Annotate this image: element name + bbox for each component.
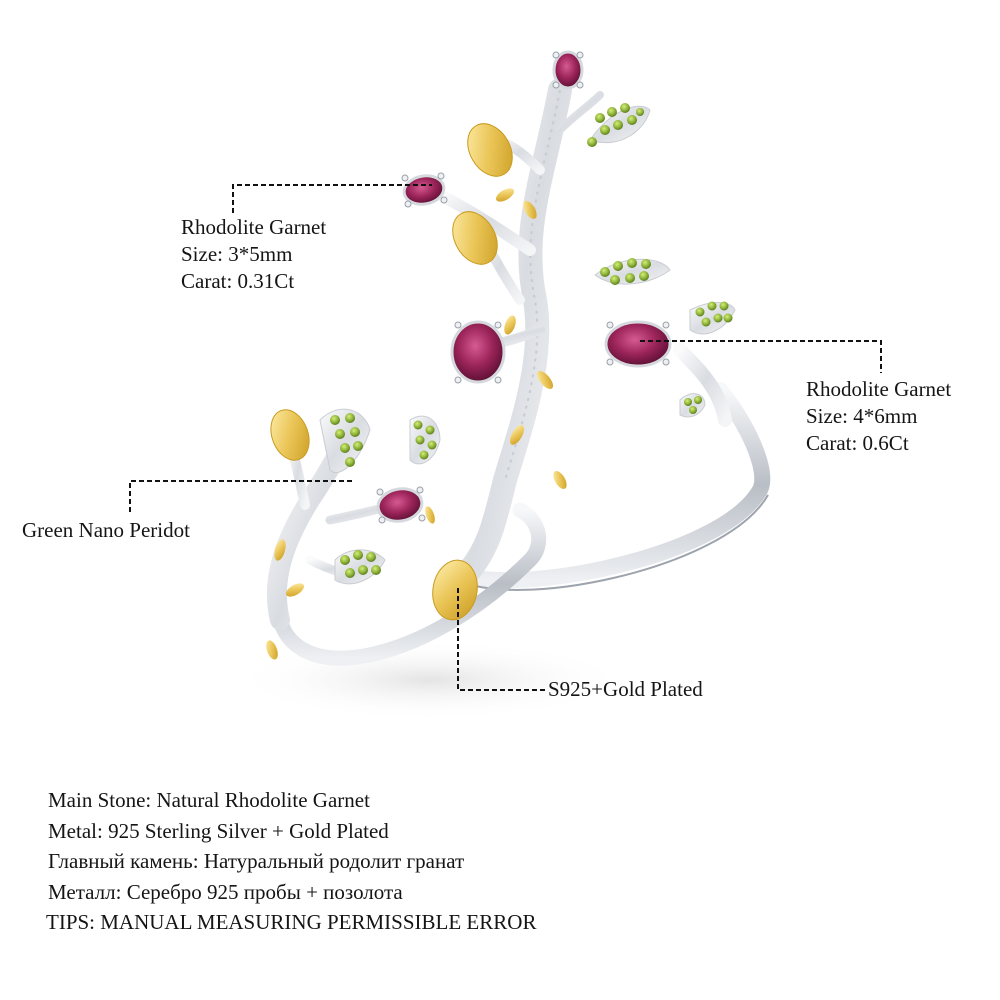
leader-line-left	[129, 480, 355, 512]
ring-product-image	[129, 50, 882, 720]
callout-stone-size: Size: 3*5mm	[181, 242, 293, 266]
callout-stone-name: Rhodolite Garnet	[806, 377, 952, 401]
leader-line-top-left	[232, 184, 432, 213]
callout-stone-name: Green Nano Peridot	[22, 518, 190, 542]
callout-left: Green Nano Peridot	[22, 517, 190, 544]
callout-stone-carat: Carat: 0.6Ct	[806, 431, 909, 455]
callout-bottom: S925+Gold Plated	[548, 676, 703, 703]
spec-main-stone-ru: Главный камень: Натуральный родолит гран…	[48, 849, 465, 873]
callout-right: Rhodolite Garnet Size: 4*6mm Carat: 0.6C…	[806, 376, 951, 457]
spec-metal-ru: Металл: Серебро 925 пробы + позолота	[48, 879, 403, 904]
callout-stone-carat: Carat: 0.31Ct	[181, 269, 295, 293]
callout-metal: S925+Gold Plated	[548, 677, 703, 701]
leader-line-right	[640, 340, 882, 373]
callout-stone-size: Size: 4*6mm	[806, 404, 918, 428]
spec-metal: Metal: 925 Sterling Silver + Gold Plated	[48, 818, 389, 843]
spec-list: Main Stone: Natural Rhodolite Garnet Met…	[46, 785, 537, 938]
gold-bud	[270, 123, 513, 621]
spec-tips: TIPS: MANUAL MEASURING PERMISSIBLE ERROR	[46, 910, 537, 934]
leader-line-bottom	[457, 588, 545, 691]
spec-main-stone: Main Stone: Natural Rhodolite Garnet	[48, 788, 370, 812]
callout-stone-name: Rhodolite Garnet	[181, 215, 327, 239]
callout-top-left: Rhodolite Garnet Size: 3*5mm Carat: 0.31…	[181, 214, 326, 295]
